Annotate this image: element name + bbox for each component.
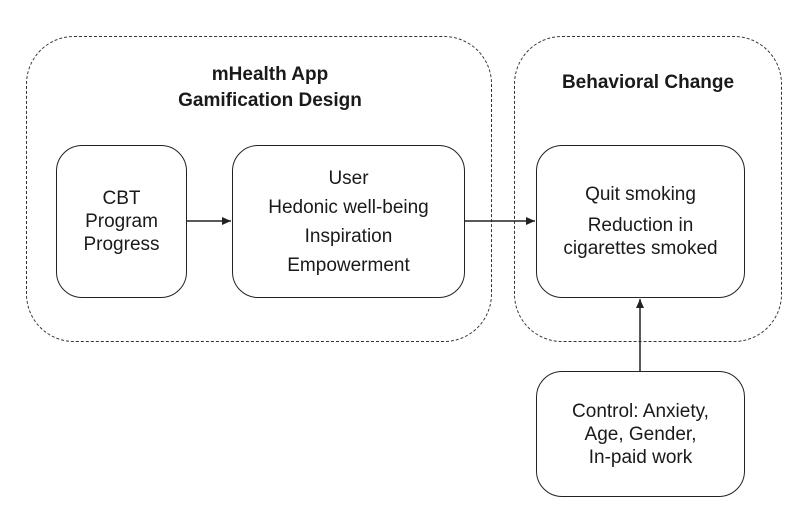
node-line: Control: Anxiety, bbox=[572, 400, 709, 422]
control-variables-node: Control: Anxiety, Age, Gender, In-paid w… bbox=[536, 371, 745, 497]
node-line: Inspiration bbox=[304, 225, 393, 247]
node-line: Reduction in bbox=[587, 215, 694, 236]
node-line: Progress bbox=[83, 234, 160, 255]
node-line: Program bbox=[85, 211, 158, 232]
group-title-line-1: mHealth App bbox=[211, 64, 329, 85]
user-wellbeing-node: User Hedonic well-being Inspiration Empo… bbox=[232, 145, 465, 298]
node-line: Quit smoking bbox=[585, 184, 696, 205]
group-title-text: Behavioral Change bbox=[561, 72, 735, 93]
node-line: In-paid work bbox=[588, 446, 693, 468]
gamification-design-title: mHealth App Gamification Design bbox=[140, 62, 400, 114]
node-line: cigarettes smoked bbox=[563, 238, 718, 259]
node-line: User bbox=[328, 167, 369, 189]
group-title-line-2: Gamification Design bbox=[178, 90, 362, 111]
node-line: Empowerment bbox=[287, 254, 410, 276]
smoking-outcome-node: Quit smoking Reduction in cigarettes smo… bbox=[536, 145, 745, 298]
cbt-program-progress-node: CBT Program Progress bbox=[56, 145, 187, 298]
node-line: Age, Gender, bbox=[584, 423, 697, 445]
node-line: CBT bbox=[102, 188, 141, 209]
behavioral-change-group bbox=[514, 36, 782, 342]
behavioral-change-title: Behavioral Change bbox=[520, 70, 776, 96]
gamification-design-group bbox=[26, 36, 492, 342]
node-line: Hedonic well-being bbox=[268, 196, 429, 218]
